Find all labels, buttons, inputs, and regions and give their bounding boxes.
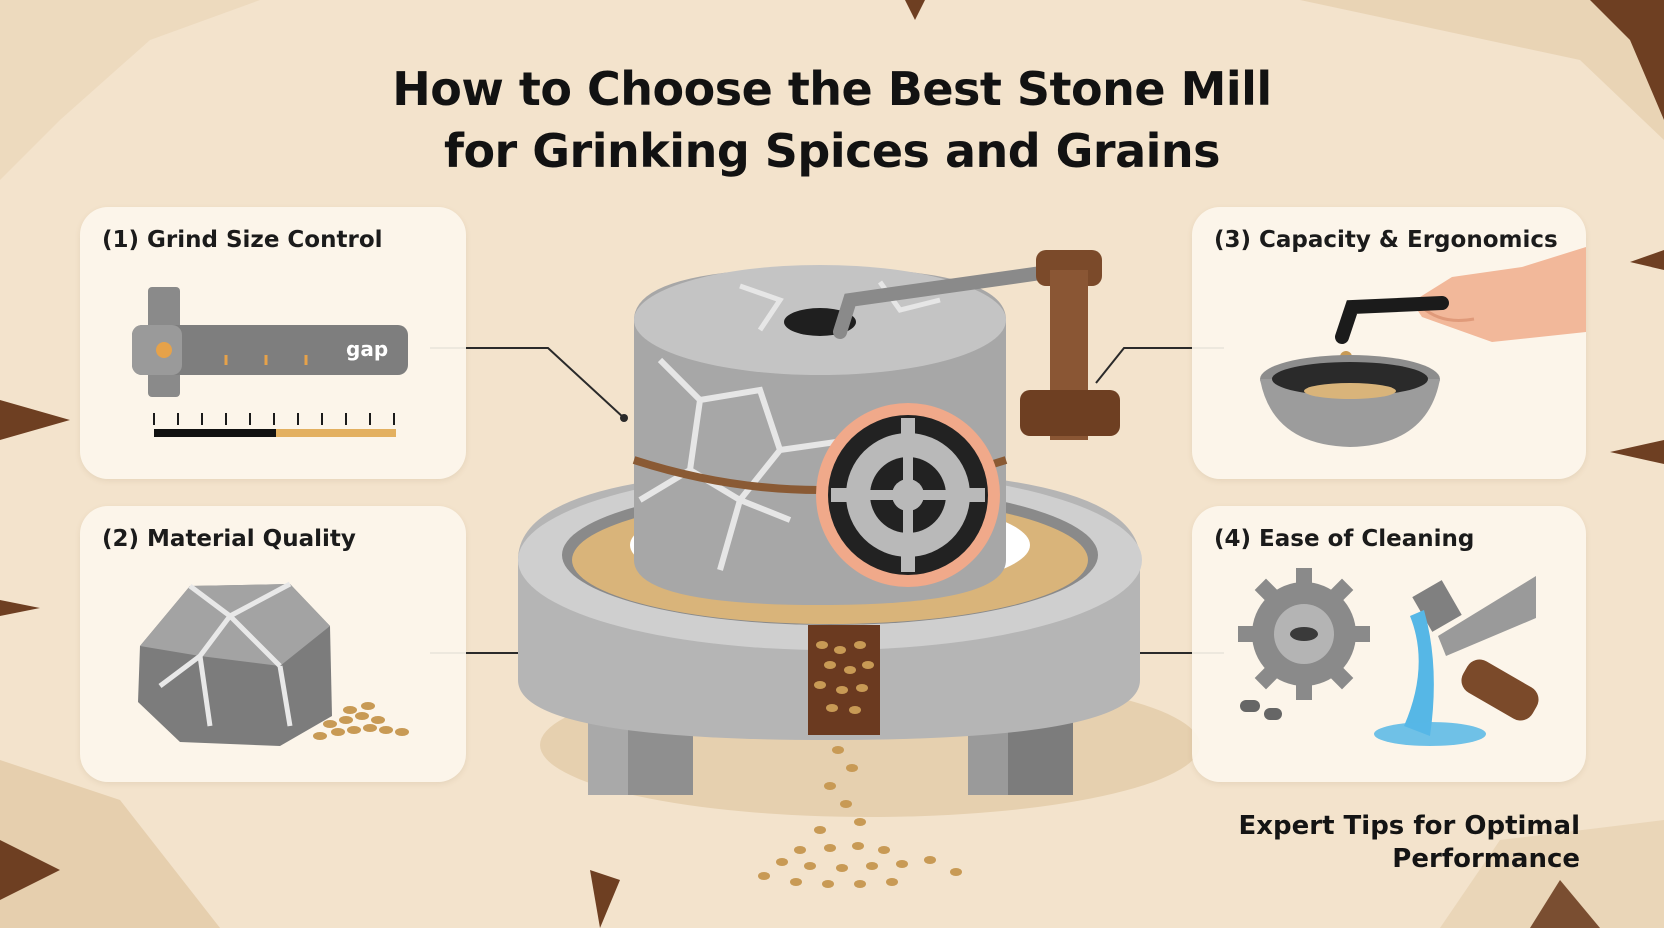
card-capacity-ergonomics: (3) Capacity & Ergonomics — [1192, 207, 1586, 479]
title-line-2: for Grinking Spices and Grains — [443, 124, 1221, 178]
card-label: (1) Grind Size Control — [102, 227, 383, 253]
gap-label: gap — [346, 337, 389, 361]
card-material-quality: (2) Material Quality — [80, 506, 466, 782]
footer-line-1: Expert Tips for Optimal — [1238, 811, 1580, 841]
card-label: (3) Capacity & Ergonomics — [1214, 227, 1558, 253]
footer-line-2: Performance — [1392, 844, 1580, 874]
footer-tagline: Expert Tips for Optimal Performance — [1238, 810, 1580, 876]
card-ease-of-cleaning: (4) Ease of Cleaning — [1192, 506, 1586, 782]
adjustable-gap-gauge-icon — [132, 287, 408, 437]
page-title: How to Choose the Best Stone Mill for Gr… — [0, 58, 1664, 182]
title-line-1: How to Choose the Best Stone Mill — [392, 62, 1272, 116]
hand-pouring-bowl-icon — [1260, 247, 1586, 447]
stone-block-with-grains-icon — [138, 581, 409, 746]
card-grind-size-control: (1) Grind Size Control gap — [80, 207, 466, 479]
card-label: (2) Material Quality — [102, 526, 356, 552]
gear-brush-water-icon — [1238, 568, 1539, 746]
card-label: (4) Ease of Cleaning — [1214, 526, 1475, 552]
